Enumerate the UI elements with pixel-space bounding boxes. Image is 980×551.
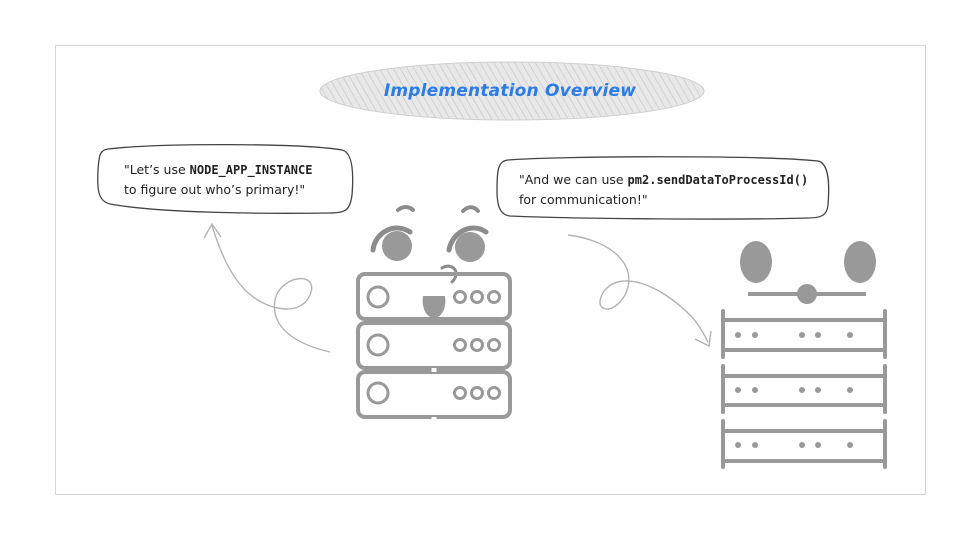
- arrow-left-head: [203, 222, 222, 239]
- bubble-right-prefix: "And we can use: [519, 172, 628, 187]
- bubble-left-code: NODE_APP_INSTANCE: [189, 163, 313, 177]
- arrow-right-head: [694, 330, 712, 348]
- speech-bubble-left: [97, 143, 354, 214]
- bubble-right-code: pm2.sendDataToProcessId(): [627, 173, 809, 187]
- diagram-title: Implementation Overview: [383, 81, 637, 101]
- bubble-right-line2: for communication!": [519, 192, 648, 207]
- bubble-left-line2: to figure out who’s primary!": [124, 182, 306, 197]
- happy-server-icon: [356, 205, 512, 420]
- speech-bubble-right-text: "And we can use pm2.sendDataToProcessId(…: [519, 170, 808, 209]
- title-ellipse: [319, 61, 705, 121]
- bubble-left-prefix: "Let’s use: [124, 162, 190, 177]
- arrow-right: [567, 234, 709, 343]
- server-rack-icon: [721, 241, 887, 469]
- speech-bubble-right: [496, 156, 830, 220]
- bubble-left-line1: "Let’s use NODE_APP_INSTANCE: [124, 160, 312, 180]
- arrow-left: [211, 225, 331, 353]
- speech-bubble-left-text: "Let’s use NODE_APP_INSTANCE to figure o…: [124, 160, 312, 199]
- bubble-right-line1: "And we can use pm2.sendDataToProcessId(…: [519, 170, 808, 190]
